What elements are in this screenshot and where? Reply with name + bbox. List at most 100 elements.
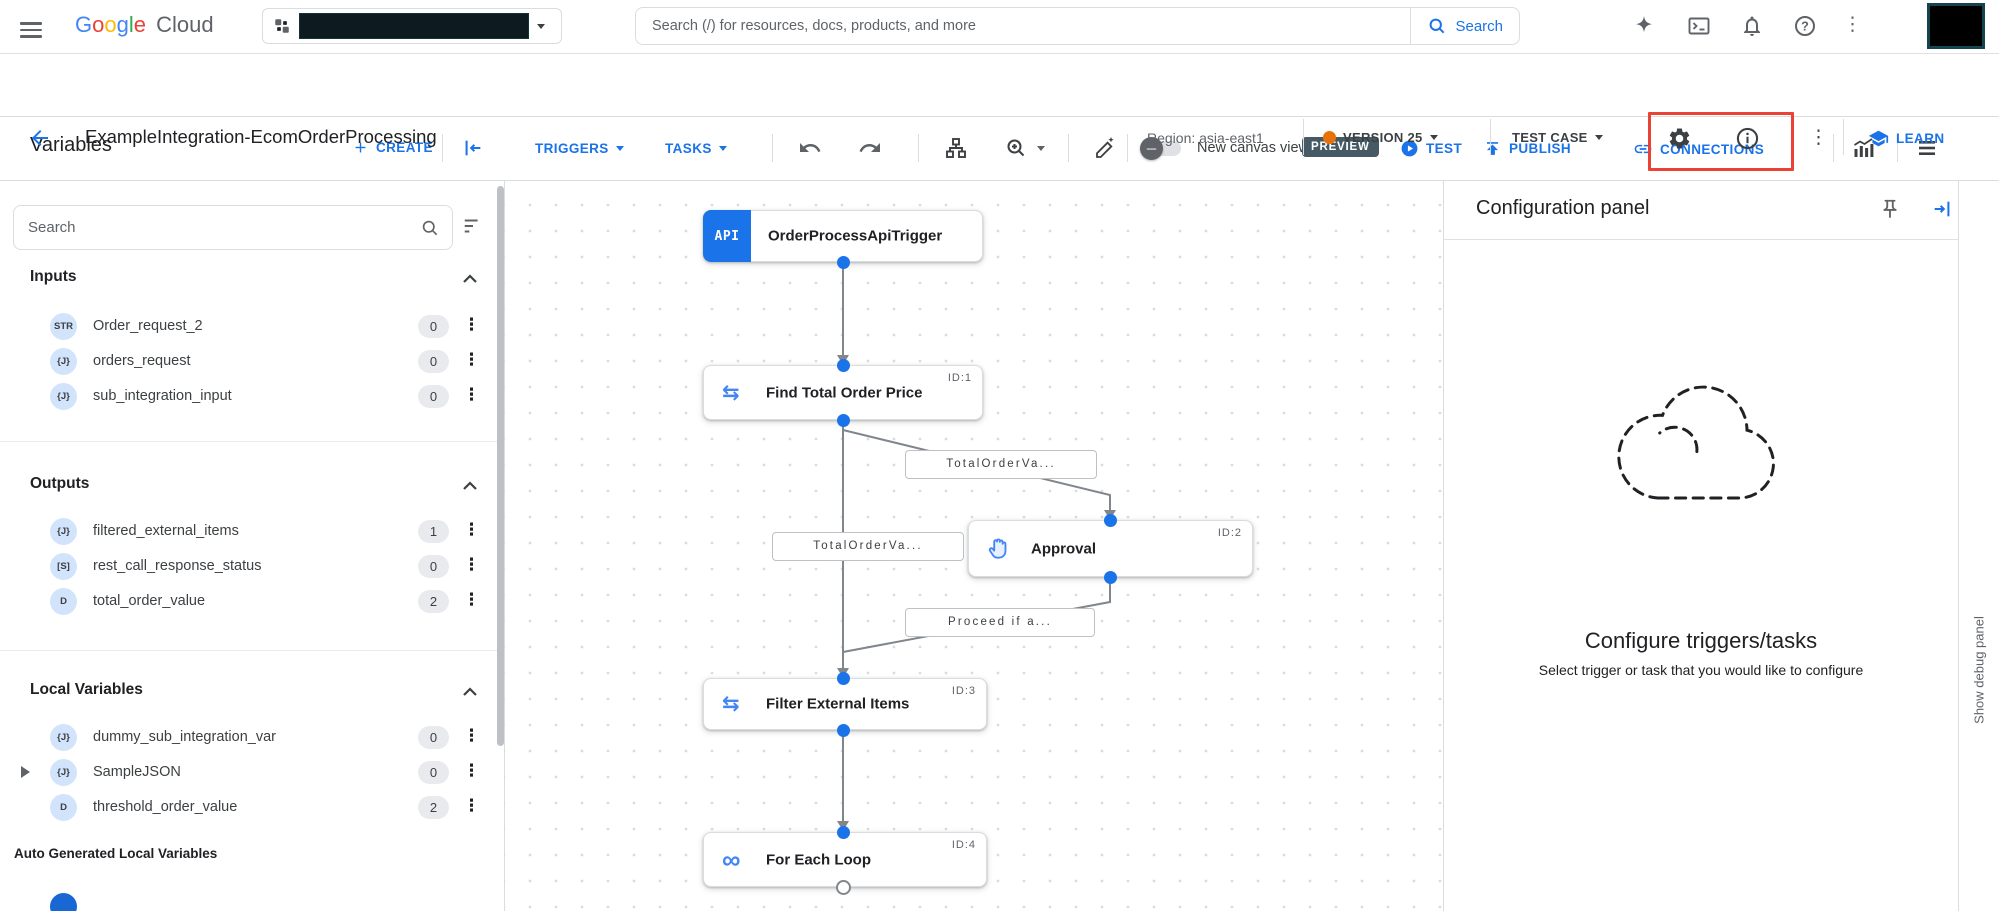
settings-gear-icon[interactable] [1667, 126, 1692, 151]
node-order-process-api-trigger[interactable]: API OrderProcessApiTrigger [703, 210, 983, 262]
plus-icon [355, 142, 366, 153]
cloud-shell-icon[interactable] [1687, 14, 1711, 38]
svg-text:?: ? [1801, 20, 1809, 34]
gemini-spark-icon[interactable] [1632, 14, 1656, 38]
chevron-up-icon[interactable] [458, 267, 482, 291]
new-canvas-view-toggle[interactable]: ─ [1140, 137, 1181, 160]
connections-button[interactable]: CONNECTIONS [1633, 139, 1764, 159]
undo-icon[interactable] [798, 136, 822, 160]
usage-count-badge: 0 [418, 555, 449, 578]
zoom-icon[interactable] [1004, 136, 1028, 160]
auto-layout-icon[interactable] [944, 136, 968, 160]
notifications-bell-icon[interactable] [1740, 14, 1764, 38]
variable-name: dummy_sub_integration_var [93, 729, 276, 745]
node-label: OrderProcessApiTrigger [768, 227, 943, 245]
sidebar-scrollbar[interactable] [497, 186, 504, 746]
edge-label[interactable]: Proceed if a... [905, 608, 1095, 637]
chevron-up-icon[interactable] [458, 474, 482, 498]
variable-row[interactable]: {J} orders_request 0 ⋮ [0, 348, 497, 376]
usage-count-badge: 0 [418, 315, 449, 338]
pin-icon[interactable] [1879, 198, 1901, 220]
header-more-options-icon[interactable]: ⋮ [1809, 127, 1828, 148]
hamburger-menu-button[interactable] [20, 18, 42, 42]
magic-edit-wand-icon[interactable] [1092, 136, 1116, 160]
variable-row[interactable]: STR Order_request_2 0 ⋮ [0, 313, 497, 341]
show-debug-panel-label[interactable]: Show debug panel [1971, 616, 1987, 724]
google-cloud-logo: Google Cloud [75, 12, 214, 38]
node-approval[interactable]: Approval ID:2 [968, 520, 1253, 577]
node-id-label: ID:4 [951, 839, 976, 851]
row-menu-icon[interactable]: ⋮ [463, 555, 480, 574]
zoom-options-chevron-icon[interactable] [1037, 146, 1045, 151]
global-search-button[interactable]: Search [1410, 8, 1519, 44]
auto-generated-heading: Auto Generated Local Variables [14, 846, 218, 861]
row-menu-icon[interactable]: ⋮ [463, 350, 480, 369]
row-menu-icon[interactable]: ⋮ [463, 726, 480, 745]
variables-search-input[interactable] [14, 219, 420, 236]
chevron-down-icon [537, 23, 545, 29]
search-button-label: Search [1455, 17, 1503, 35]
edge-label[interactable]: TotalOrderVa... [905, 450, 1097, 479]
variable-row[interactable]: {J} filtered_external_items 1 ⋮ [0, 518, 497, 546]
connector-dot[interactable] [837, 672, 850, 685]
learn-button[interactable]: LEARN [1868, 128, 1945, 149]
row-menu-icon[interactable]: ⋮ [463, 590, 480, 609]
edge-label[interactable]: TotalOrderVa... [772, 532, 964, 561]
row-menu-icon[interactable]: ⋮ [463, 315, 480, 334]
variable-row[interactable]: D threshold_order_value 2 ⋮ [0, 794, 497, 822]
integration-canvas[interactable]: TotalOrderVa... TotalOrderVa... Proceed … [505, 180, 1443, 911]
project-selector[interactable] [262, 8, 562, 44]
connector-dot[interactable] [1104, 514, 1117, 527]
variable-row[interactable]: [S] rest_call_response_status 0 ⋮ [0, 553, 497, 581]
chevron-up-icon[interactable] [458, 680, 482, 704]
test-case-dropdown[interactable]: TEST CASE [1512, 130, 1603, 145]
metrics-chart-icon[interactable] [1851, 136, 1875, 160]
variable-row[interactable]: D total_order_value 2 ⋮ [0, 588, 497, 616]
tasks-dropdown[interactable]: TASKS [665, 141, 727, 156]
help-icon[interactable]: ? [1793, 14, 1817, 38]
data-mapping-icon: ⇆ [722, 692, 740, 716]
test-label: TEST [1426, 141, 1463, 156]
connector-dot[interactable] [837, 724, 850, 737]
info-icon[interactable] [1735, 126, 1760, 151]
row-menu-icon[interactable]: ⋮ [463, 796, 480, 815]
node-for-each-loop[interactable]: ∞ For Each Loop ID:4 [703, 832, 987, 887]
usage-count-badge: 0 [418, 761, 449, 784]
variable-type-badge: {J} [50, 724, 77, 751]
test-case-label: TEST CASE [1512, 130, 1588, 145]
publish-button[interactable]: PUBLISH [1483, 139, 1571, 158]
row-menu-icon[interactable]: ⋮ [463, 761, 480, 780]
avatar[interactable] [1927, 3, 1985, 49]
version-dropdown[interactable]: VERSION 25 [1323, 130, 1438, 145]
variable-row[interactable]: {J} SampleJSON 0 ⋮ [0, 759, 497, 787]
create-variable-button[interactable]: CREATE [352, 139, 433, 156]
connector-dot[interactable] [1104, 571, 1117, 584]
more-options-icon[interactable]: ⋮ [1843, 14, 1862, 35]
variable-row[interactable]: {J} dummy_sub_integration_var 0 ⋮ [0, 724, 497, 752]
node-filter-external-items[interactable]: ⇆ Filter External Items ID:3 [703, 678, 987, 730]
triggers-dropdown[interactable]: TRIGGERS [535, 141, 624, 156]
collapse-variables-panel-icon[interactable] [462, 137, 484, 159]
connector-dot-hollow[interactable] [836, 880, 851, 895]
connector-dot[interactable] [837, 414, 850, 427]
debug-panel-strip[interactable]: Show debug panel [1958, 180, 1999, 911]
expand-arrow-icon[interactable] [21, 766, 30, 778]
back-arrow-icon[interactable] [28, 126, 52, 150]
redo-icon[interactable] [858, 136, 882, 160]
row-menu-icon[interactable]: ⋮ [463, 520, 480, 539]
connector-dot[interactable] [837, 359, 850, 372]
connector-dot[interactable] [837, 256, 850, 269]
sort-filter-icon[interactable] [462, 215, 484, 237]
test-button[interactable]: TEST [1400, 139, 1462, 158]
execution-logs-list-icon[interactable] [1915, 136, 1939, 160]
collapse-config-panel-icon[interactable] [1931, 198, 1953, 220]
node-find-total-order-price[interactable]: ⇆ Find Total Order Price ID:1 [703, 365, 983, 420]
project-name-redacted [299, 13, 529, 39]
usage-count-badge: 2 [418, 590, 449, 613]
connector-dot[interactable] [837, 826, 850, 839]
variable-type-badge: {J} [50, 348, 77, 375]
variable-row[interactable]: {J} sub_integration_input 0 ⋮ [0, 383, 497, 411]
global-search-bar: Search [635, 7, 1520, 45]
global-search-input[interactable] [636, 18, 1411, 34]
row-menu-icon[interactable]: ⋮ [463, 385, 480, 404]
